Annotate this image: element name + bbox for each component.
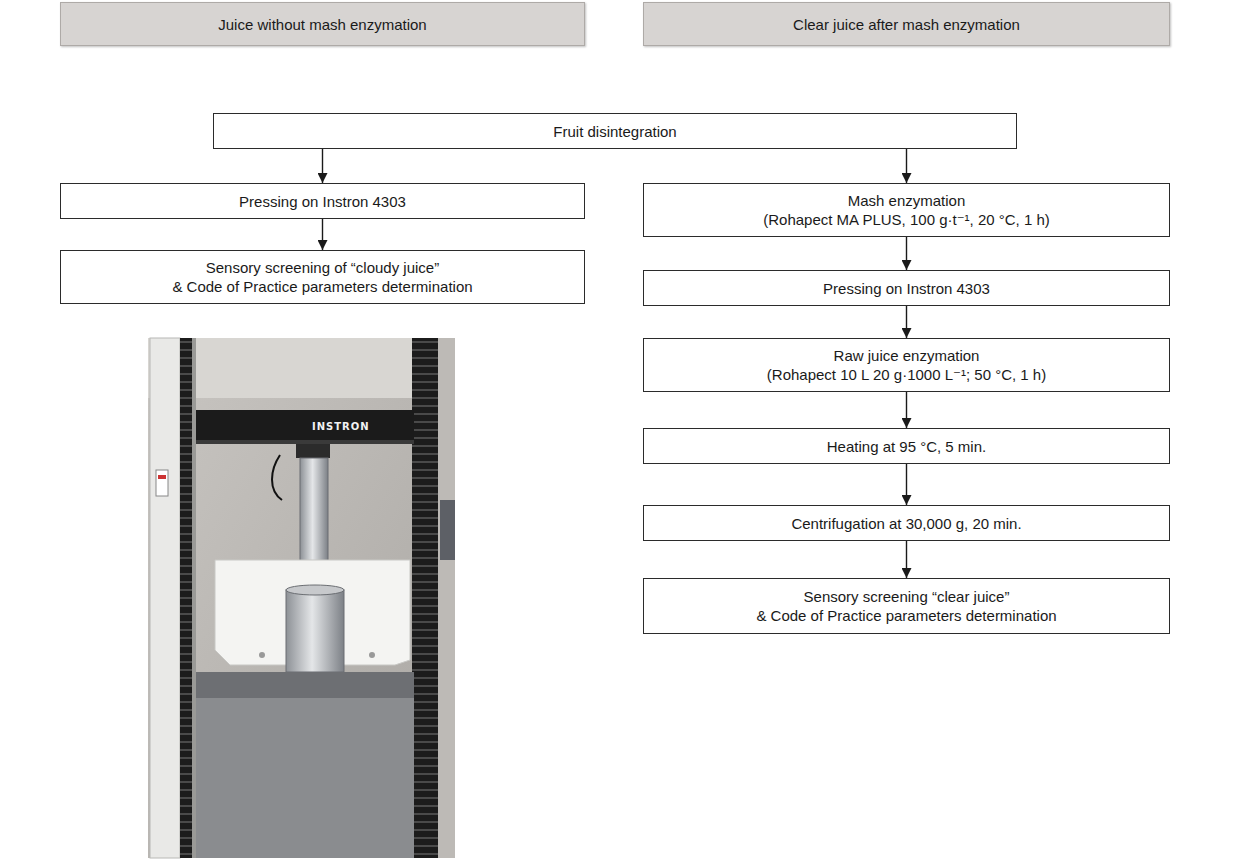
flow-arrow xyxy=(906,392,907,428)
process-box: Pressing on Instron 4303 xyxy=(643,270,1170,306)
box-text: Centrifugation at 30,000 g, 20 min. xyxy=(791,514,1021,533)
box-detail: (Rohapect 10 L 20 g·1000 L⁻¹; 50 °C, 1 h… xyxy=(767,365,1046,384)
right-screw-cover xyxy=(412,338,438,858)
box-text: Mash enzymation xyxy=(848,191,966,210)
flow-arrow xyxy=(906,306,907,338)
machine-brand: INSTRON xyxy=(312,421,370,432)
box-text: Pressing on Instron 4303 xyxy=(823,279,990,298)
process-box: Pressing on Instron 4303 xyxy=(60,183,585,219)
machine-base xyxy=(196,672,414,698)
process-box: Centrifugation at 30,000 g, 20 min. xyxy=(643,505,1170,541)
column-header: Juice without mash enzymation xyxy=(60,2,585,46)
process-box: Fruit disintegration xyxy=(213,113,1017,149)
box-detail: (Rohapect MA PLUS, 100 g·t⁻¹, 20 °C, 1 h… xyxy=(763,210,1050,229)
box-text: Sensory screening “clear juice” xyxy=(804,587,1010,606)
left-screw-cover xyxy=(180,338,192,858)
box-text: Sensory screening of “cloudy juice” xyxy=(206,258,439,277)
process-box: Sensory screening “clear juice”& Code of… xyxy=(643,578,1170,634)
shield-bolt xyxy=(259,652,265,658)
box-detail: & Code of Practice parameters determinat… xyxy=(756,606,1056,625)
shield-bolt xyxy=(369,652,375,658)
machine-sticker xyxy=(156,470,168,496)
frame-edge xyxy=(192,338,196,858)
sticker-mark xyxy=(158,475,166,479)
left-column xyxy=(150,338,180,858)
machine-body xyxy=(196,698,414,858)
column-header: Clear juice after mash enzymation xyxy=(643,2,1170,46)
cylinder-top xyxy=(286,585,344,595)
photo-background xyxy=(148,338,455,858)
crosshead-edge xyxy=(196,440,414,444)
process-box: Heating at 95 °C, 5 min. xyxy=(643,428,1170,464)
box-text: Fruit disintegration xyxy=(553,122,676,141)
flow-arrow xyxy=(322,219,323,250)
load-cell-cable xyxy=(272,455,282,500)
right-wall xyxy=(438,338,455,858)
load-cell xyxy=(296,444,330,458)
box-text: Pressing on Instron 4303 xyxy=(239,192,406,211)
press-cylinder xyxy=(286,590,344,672)
box-text: Heating at 95 °C, 5 min. xyxy=(827,437,986,456)
flow-arrow xyxy=(322,149,323,183)
box-text: Clear juice after mash enzymation xyxy=(793,15,1020,34)
monitor-edge xyxy=(440,500,455,560)
box-text: Juice without mash enzymation xyxy=(218,15,426,34)
box-detail: & Code of Practice parameters determinat… xyxy=(172,277,472,296)
flow-arrow xyxy=(906,541,907,578)
flow-arrow xyxy=(906,464,907,505)
box-text: Raw juice enzymation xyxy=(834,346,980,365)
flow-arrow xyxy=(906,149,907,183)
flow-arrow xyxy=(906,237,907,270)
process-box: Mash enzymation(Rohapect MA PLUS, 100 g·… xyxy=(643,183,1170,237)
crosshead xyxy=(196,410,414,444)
process-box: Sensory screening of “cloudy juice”& Cod… xyxy=(60,250,585,304)
process-box: Raw juice enzymation(Rohapect 10 L 20 g·… xyxy=(643,338,1170,392)
